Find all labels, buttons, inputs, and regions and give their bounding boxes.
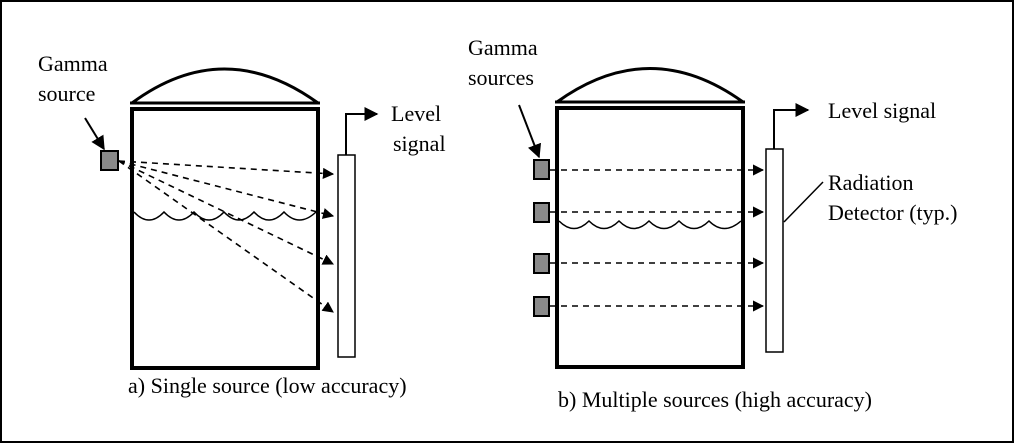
tank-b-body [555,106,745,369]
source-label-a-line1: Gamma [38,51,108,76]
detector-b [765,148,784,353]
gamma-source-b4 [533,296,550,317]
gamma-source-b1 [533,159,550,180]
detector-a [337,154,356,358]
source-label-b-line1: Gamma [468,35,538,60]
tank-a-dome [131,67,319,105]
level-signal-arrow-a [345,107,379,155]
gamma-source-b2 [533,202,550,223]
radiation-path-2 [118,160,335,219]
radiation-path-4 [118,160,334,313]
source-label-b-line2: sources [468,65,534,90]
radiation-paths-a [118,160,335,313]
level-signal-arrow-b [773,103,810,149]
panel-a: Gamma source Level signal a) Single sour… [38,51,446,398]
detector-label-line1: Radiation [828,170,914,195]
liquid-surface-b [558,219,742,230]
source-pointer-arrow-b [518,104,542,159]
source-pointer-arrow-a [84,117,105,151]
caption-b: b) Multiple sources (high accuracy) [558,387,872,412]
tank-a-body [130,107,320,370]
source-label-a-line2: source [38,81,95,106]
radiation-paths-b [550,164,765,312]
gamma-source-b3 [533,253,550,274]
panel-b: Gamma sources Level signal Radiation Det… [468,35,958,412]
signal-label-a-line1: Level [391,101,441,126]
signal-label-a-line2: signal [393,131,446,156]
gamma-source-a [100,150,119,171]
radiation-path-3 [118,160,335,265]
detector-leader-line [783,181,824,223]
signal-label-b: Level signal [828,98,936,123]
radiation-path-1 [118,160,335,179]
tank-b-dome [556,67,744,104]
caption-a: a) Single source (low accuracy) [128,373,407,398]
detector-label-line2: Detector (typ.) [828,200,958,225]
liquid-surface-a [133,210,317,221]
